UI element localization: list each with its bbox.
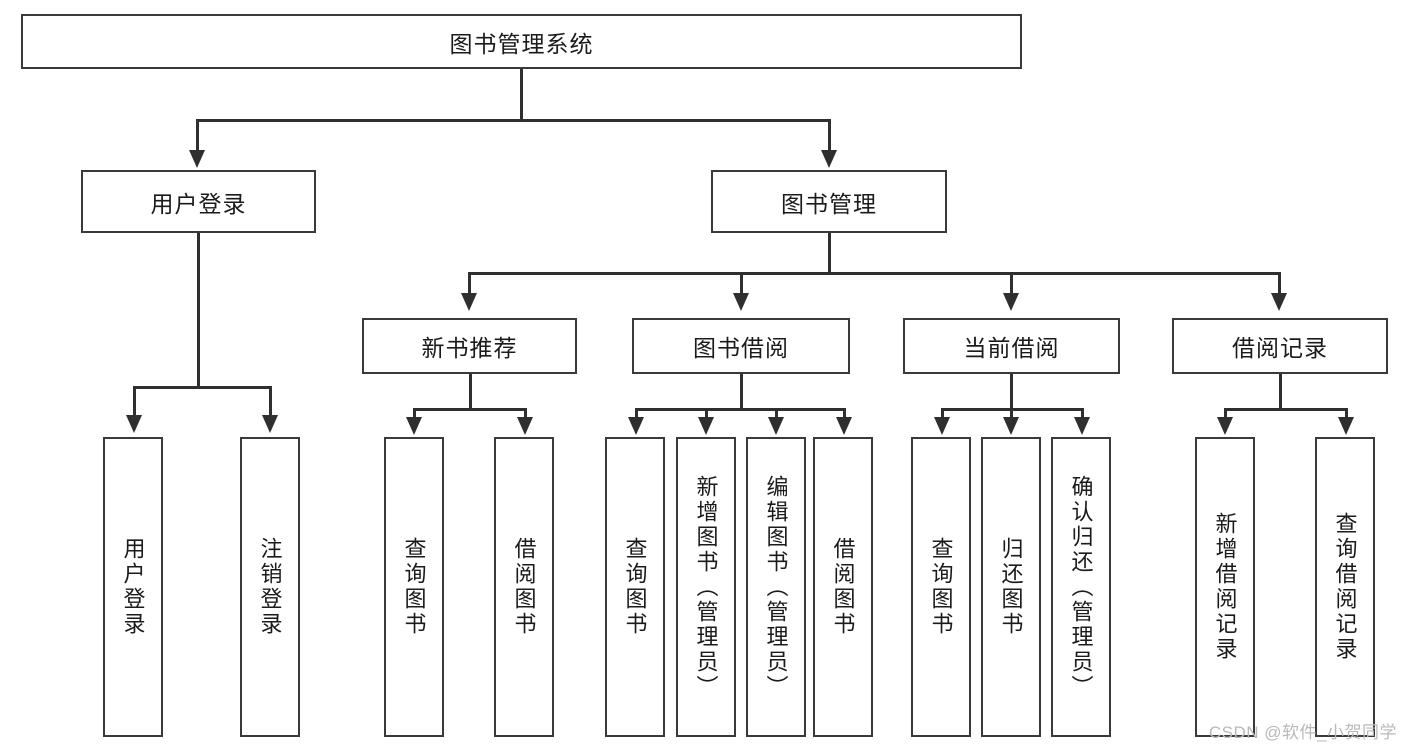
node-label: 归还图书 bbox=[998, 537, 1024, 637]
node-label: 借阅图书 bbox=[511, 537, 537, 637]
arrow-to-leaf-return-book bbox=[1003, 417, 1019, 435]
node-label: 查询借阅记录 bbox=[1332, 512, 1358, 662]
connector-root-to-book-mgmt bbox=[828, 119, 831, 155]
connector-book-mgmt-bus bbox=[468, 272, 1280, 275]
node-label: 借阅记录 bbox=[1232, 335, 1328, 361]
connector-user-login-drop-2 bbox=[269, 386, 272, 419]
node-current-borrow: 当前借阅 bbox=[903, 318, 1120, 374]
arrow-to-new-book bbox=[461, 293, 477, 311]
node-borrow-record: 借阅记录 bbox=[1172, 318, 1388, 374]
connector-to-borrow-record bbox=[1278, 272, 1281, 298]
node-label: 新增借阅记录 bbox=[1212, 512, 1238, 662]
connector-user-login-stem bbox=[197, 233, 200, 386]
arrow-to-leaf-query-book-nb bbox=[406, 417, 422, 435]
node-label: 查询图书 bbox=[401, 537, 427, 637]
node-book-management: 图书管理 bbox=[711, 170, 947, 233]
connector-to-book-borrow bbox=[740, 272, 743, 298]
connector-current-borrow-drop-2 bbox=[1010, 408, 1013, 421]
arrow-to-leaf-query-record bbox=[1338, 417, 1354, 435]
connector-new-book-bus bbox=[413, 408, 527, 411]
leaf-borrow-book-new-recommend: 借阅图书 bbox=[494, 437, 554, 737]
node-label: 图书借阅 bbox=[693, 335, 789, 361]
arrow-to-leaf-borrow-book-bb bbox=[836, 417, 852, 435]
node-label: 图书管理系统 bbox=[449, 30, 594, 57]
arrow-to-leaf-add-record bbox=[1217, 417, 1233, 435]
node-label: 确认归还（管理员） bbox=[1068, 474, 1094, 700]
leaf-add-book-admin: 新增图书（管理员） bbox=[676, 437, 736, 737]
connector-book-borrow-drop-4 bbox=[843, 408, 846, 421]
node-label: 用户登录 bbox=[150, 190, 247, 217]
arrow-to-leaf-add-book bbox=[698, 417, 714, 435]
node-label: 当前借阅 bbox=[963, 335, 1060, 361]
connector-book-borrow-stem bbox=[740, 374, 743, 408]
connector-root-bus bbox=[196, 119, 829, 122]
node-label: 查询图书 bbox=[622, 537, 648, 637]
leaf-user-login: 用户登录 bbox=[103, 437, 163, 737]
leaf-query-book-borrow: 查询图书 bbox=[605, 437, 665, 737]
connector-book-mgmt-stem bbox=[828, 233, 831, 272]
node-label: 借阅图书 bbox=[830, 537, 856, 637]
leaf-query-book-current: 查询图书 bbox=[911, 437, 971, 737]
node-root-system: 图书管理系统 bbox=[21, 14, 1022, 69]
node-new-book-recommend: 新书推荐 bbox=[362, 318, 577, 374]
arrow-to-user-login bbox=[189, 150, 205, 168]
arrow-to-leaf-confirm-return bbox=[1074, 417, 1090, 435]
arrow-to-leaf-borrow-book-nb bbox=[517, 417, 533, 435]
arrow-to-leaf-query-book-bb bbox=[628, 417, 644, 435]
leaf-confirm-return-admin: 确认归还（管理员） bbox=[1051, 437, 1111, 737]
leaf-logout: 注销登录 bbox=[240, 437, 300, 737]
connector-root-to-user-login bbox=[196, 119, 199, 155]
node-label: 编辑图书（管理员） bbox=[763, 474, 789, 700]
connector-current-borrow-stem bbox=[1010, 374, 1013, 408]
connector-root-stem bbox=[520, 69, 523, 119]
leaf-return-book: 归还图书 bbox=[981, 437, 1041, 737]
connector-book-borrow-drop-1 bbox=[635, 408, 638, 421]
connector-borrow-record-drop-1 bbox=[1224, 408, 1227, 421]
connector-to-current-borrow bbox=[1010, 272, 1013, 298]
node-label: 新书推荐 bbox=[421, 335, 518, 361]
connector-user-login-drop-1 bbox=[133, 386, 136, 419]
node-label: 图书管理 bbox=[781, 190, 877, 217]
arrow-to-leaf-user-login bbox=[126, 415, 142, 433]
connector-borrow-record-drop-2 bbox=[1345, 408, 1348, 421]
watermark-text: CSDN @软件_小贺同学 bbox=[1208, 723, 1397, 742]
arrow-to-leaf-query-book-cb bbox=[934, 417, 950, 435]
leaf-add-borrow-record: 新增借阅记录 bbox=[1195, 437, 1255, 737]
node-label: 新增图书（管理员） bbox=[693, 474, 719, 700]
connector-new-book-drop-1 bbox=[413, 408, 416, 421]
connector-new-book-stem bbox=[469, 374, 472, 408]
connector-current-borrow-drop-1 bbox=[941, 408, 944, 421]
node-label: 注销登录 bbox=[257, 537, 283, 637]
arrow-to-borrow-record bbox=[1271, 293, 1287, 311]
connector-book-borrow-drop-2 bbox=[705, 408, 708, 421]
leaf-borrow-book: 借阅图书 bbox=[813, 437, 873, 737]
node-user-login: 用户登录 bbox=[81, 170, 316, 233]
connector-borrow-record-bus bbox=[1224, 408, 1345, 411]
arrow-to-book-borrow bbox=[733, 293, 749, 311]
arrow-to-leaf-logout bbox=[262, 415, 278, 433]
node-label: 查询图书 bbox=[928, 537, 954, 637]
connector-new-book-drop-2 bbox=[524, 408, 527, 421]
connector-to-new-book bbox=[468, 272, 471, 298]
leaf-query-book-new-recommend: 查询图书 bbox=[384, 437, 444, 737]
connector-user-login-bus bbox=[133, 386, 270, 389]
leaf-edit-book-admin: 编辑图书（管理员） bbox=[746, 437, 806, 737]
arrow-to-current-borrow bbox=[1003, 293, 1019, 311]
connector-book-borrow-drop-3 bbox=[775, 408, 778, 421]
connector-current-borrow-drop-3 bbox=[1081, 408, 1084, 421]
node-label: 用户登录 bbox=[120, 537, 146, 637]
leaf-query-borrow-record: 查询借阅记录 bbox=[1315, 437, 1375, 737]
arrow-to-leaf-edit-book bbox=[768, 417, 784, 435]
connector-borrow-record-stem bbox=[1279, 374, 1282, 408]
arrow-to-book-mgmt bbox=[821, 150, 837, 168]
node-book-borrow: 图书借阅 bbox=[632, 318, 850, 374]
connector-book-borrow-bus bbox=[635, 408, 843, 411]
